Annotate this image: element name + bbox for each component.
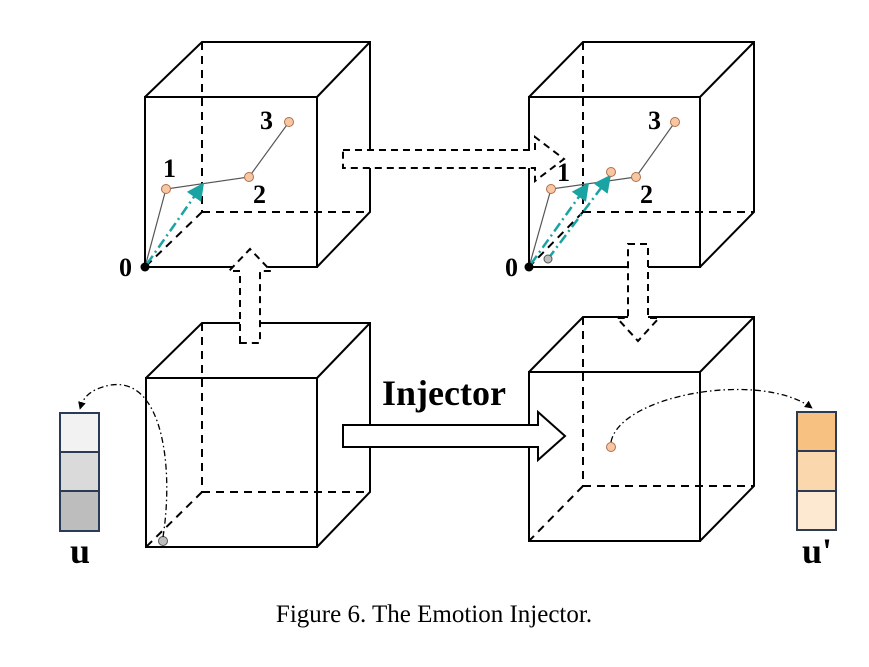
label-u-prime: u' xyxy=(802,531,832,571)
trajectory-step-arrow xyxy=(145,182,205,265)
label-2: 2 xyxy=(640,180,653,209)
cube-bottom-right xyxy=(528,316,755,542)
output-vector-cell xyxy=(796,411,837,452)
point-2 xyxy=(244,172,254,182)
input-vector-cell xyxy=(59,451,100,492)
dashed-arrow-up xyxy=(226,247,274,344)
label-0: 0 xyxy=(505,253,518,282)
label-1: 1 xyxy=(163,154,176,183)
injected-start-point xyxy=(543,254,553,264)
dashed-arrow-right xyxy=(342,134,566,184)
input-vector-u xyxy=(59,412,100,532)
label-3: 3 xyxy=(260,106,273,135)
input-vector-cell xyxy=(59,412,100,453)
injector-label: Injector xyxy=(382,373,506,413)
origin-point xyxy=(524,262,534,272)
point-2 xyxy=(631,172,641,182)
injected-step-arrow xyxy=(546,174,612,260)
input-vector-cell xyxy=(59,490,100,532)
input-mapping-curve xyxy=(78,383,168,538)
point-3 xyxy=(284,117,294,127)
label-u: u xyxy=(70,531,90,571)
output-emotion-point xyxy=(606,442,616,452)
output-vector-u-prime xyxy=(796,411,837,531)
output-mapping-curve xyxy=(610,388,813,443)
label-3: 3 xyxy=(648,106,661,135)
origin-point xyxy=(140,262,150,272)
label-1: 1 xyxy=(557,158,570,187)
input-emotion-point xyxy=(158,536,168,546)
trajectory-top-right: 0 1 2 3 xyxy=(505,106,680,282)
output-vector-cell xyxy=(796,490,837,531)
trajectory-step-arrow xyxy=(529,182,590,265)
cube-top-right xyxy=(528,41,755,268)
point-1 xyxy=(546,184,556,194)
output-vector-cell xyxy=(796,450,837,492)
injector-arrow xyxy=(342,409,567,463)
label-0: 0 xyxy=(119,253,132,282)
cube-bottom-left xyxy=(145,322,371,548)
figure-caption: Figure 6. The Emotion Injector. xyxy=(276,601,592,628)
dashed-arrow-down xyxy=(614,243,662,343)
label-2: 2 xyxy=(253,180,266,209)
injected-point xyxy=(606,167,616,177)
point-3 xyxy=(670,117,680,127)
point-1 xyxy=(161,184,171,194)
cube-top-left xyxy=(144,41,371,268)
trajectory-top-left: 0 1 2 3 xyxy=(119,106,294,282)
